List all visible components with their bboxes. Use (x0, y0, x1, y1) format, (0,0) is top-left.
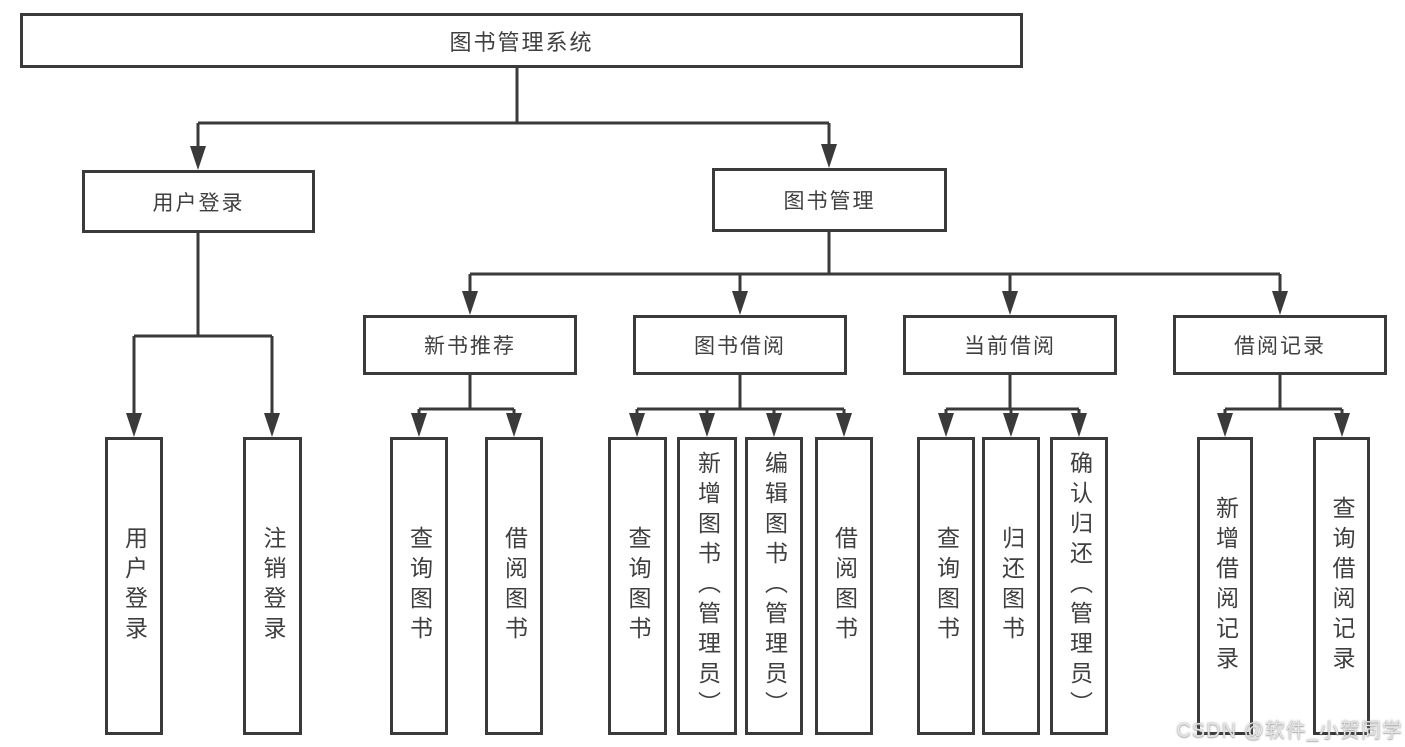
leaf-borrow-books: 借阅图书 (815, 437, 873, 735)
arrowhead (1071, 413, 1087, 437)
connector-book-borrow-to-children (635, 375, 846, 416)
node-root: 图书管理系统 (20, 13, 1023, 68)
node-book-borrowing: 图书借阅 (633, 315, 847, 375)
node-book-management: 图书管理 (712, 168, 947, 232)
arrowhead (766, 413, 782, 437)
connector-new-books-to-children (417, 375, 516, 416)
arrowhead (462, 291, 478, 315)
arrowhead (1217, 413, 1233, 437)
arrowhead (190, 146, 206, 170)
arrowhead (1272, 291, 1288, 315)
leaf-logout: 注销登录 (243, 437, 302, 735)
connector-current-borrow-to-children (944, 375, 1081, 416)
leaf-return-books: 归还图书 (982, 437, 1040, 735)
arrowhead (732, 291, 748, 315)
leaf-add-borrow-record: 新增借阅记录 (1197, 437, 1253, 735)
arrowhead (1003, 413, 1019, 437)
connector-book-mgmt-to-children (468, 232, 1282, 293)
leaf-query-books-new: 查询图书 (390, 437, 448, 735)
arrowhead (699, 413, 715, 437)
leaf-user-login: 用户登录 (105, 437, 163, 735)
node-new-book-recommend: 新书推荐 (363, 315, 577, 375)
leaf-query-borrow-record: 查询借阅记录 (1313, 437, 1370, 735)
connector-root-to-level2 (196, 68, 831, 148)
node-borrowing-records: 借阅记录 (1173, 315, 1387, 375)
arrowhead (821, 144, 837, 168)
arrowhead (836, 413, 852, 437)
connector-user-login-to-children (132, 233, 274, 415)
connector-borrow-records-to-children (1223, 375, 1344, 416)
arrowhead (506, 413, 522, 437)
node-current-borrowing: 当前借阅 (903, 315, 1117, 375)
leaf-query-books-borrow: 查询图书 (608, 437, 667, 735)
leaf-confirm-return-admin: 确认归还（管理员） (1050, 437, 1108, 735)
arrowhead (1334, 413, 1350, 437)
arrowhead (264, 413, 280, 437)
arrowhead (1002, 291, 1018, 315)
node-user-login: 用户登录 (82, 170, 315, 233)
arrowhead (938, 413, 954, 437)
csdn-watermark: CSDN @软件_小贺同学 (1176, 720, 1403, 742)
leaf-add-book-admin: 新增图书（管理员） (677, 437, 737, 735)
leaf-query-books-current: 查询图书 (917, 437, 975, 735)
arrowhead (126, 413, 142, 437)
leaf-edit-book-admin: 编辑图书（管理员） (745, 437, 803, 735)
arrowhead (629, 413, 645, 437)
leaf-borrow-books-new: 借阅图书 (485, 437, 543, 735)
arrowhead (411, 413, 427, 437)
